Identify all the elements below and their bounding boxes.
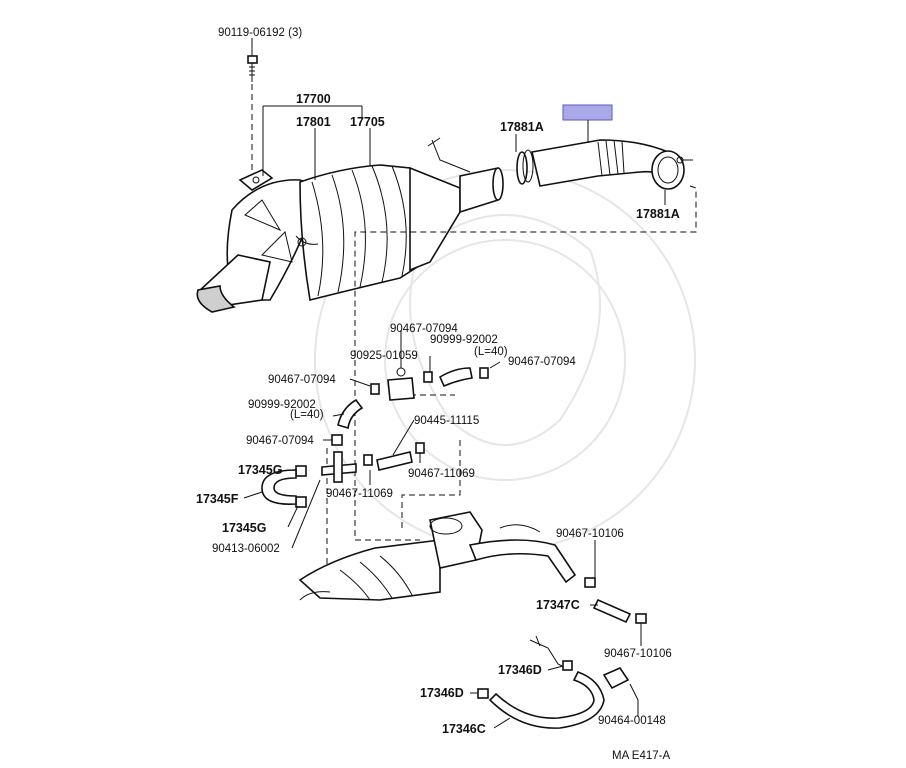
label-17345g-a: 17345G [238,463,282,477]
label-17345f: 17345F [196,492,239,506]
label-17700: 17700 [296,92,331,106]
label-17347c: 17347C [536,598,580,612]
leader-lines [251,38,697,310]
highlight-box [562,104,613,121]
air-hose-17881 [516,139,693,190]
label-17881a-top: 17881A [500,120,544,134]
pcv-hoses [477,577,647,729]
label-17345g-b: 17345G [222,521,266,535]
label-90464-00148: 90464-00148 [598,715,666,727]
label-17705: 17705 [350,115,385,129]
label-l40-b: (L=40) [290,409,324,421]
bolt-90119 [247,55,258,176]
label-90467-11069-a: 90467-11069 [408,468,475,480]
label-90467-11069-b: 90467-11069 [326,488,393,500]
label-90467-07094-c: 90467-07094 [268,374,336,386]
label-17346c: 17346C [442,722,486,736]
label-90467-07094-a: 90467-07094 [390,323,458,335]
label-17801: 17801 [296,115,331,129]
label-17881a-right: 17881A [636,207,680,221]
label-90467-07094-d: 90467-07094 [246,435,314,447]
intake-manifold [298,511,577,601]
label-17346d-a: 17346D [498,663,542,677]
label-l40-a: (L=40) [474,346,508,358]
label-90999-92002-a: 90999-92002 [430,334,498,346]
label-90467-10106-a: 90467-10106 [556,528,624,540]
label-90467-07094-b: 90467-07094 [508,356,576,368]
label-90119: 90119-06192 (3) [218,27,302,39]
label-17346d-b: 17346D [420,686,464,700]
label-90445-11115: 90445-11115 [414,415,479,427]
label-90999-92002-b: 90999-92002 [248,399,316,411]
label-90413-06002: 90413-06002 [212,543,280,555]
label-90467-10106-b: 90467-10106 [604,648,672,660]
label-90925-01059: 90925-01059 [350,350,418,362]
lower-leaders [243,330,642,729]
diagram-reference: MA E417-A [612,750,670,762]
air-cleaner-assembly [196,55,504,313]
part-labels: 90119-06192 (3) 17700 17801 17705 17881A… [196,27,680,762]
vacuum-hose-cluster [261,310,489,573]
